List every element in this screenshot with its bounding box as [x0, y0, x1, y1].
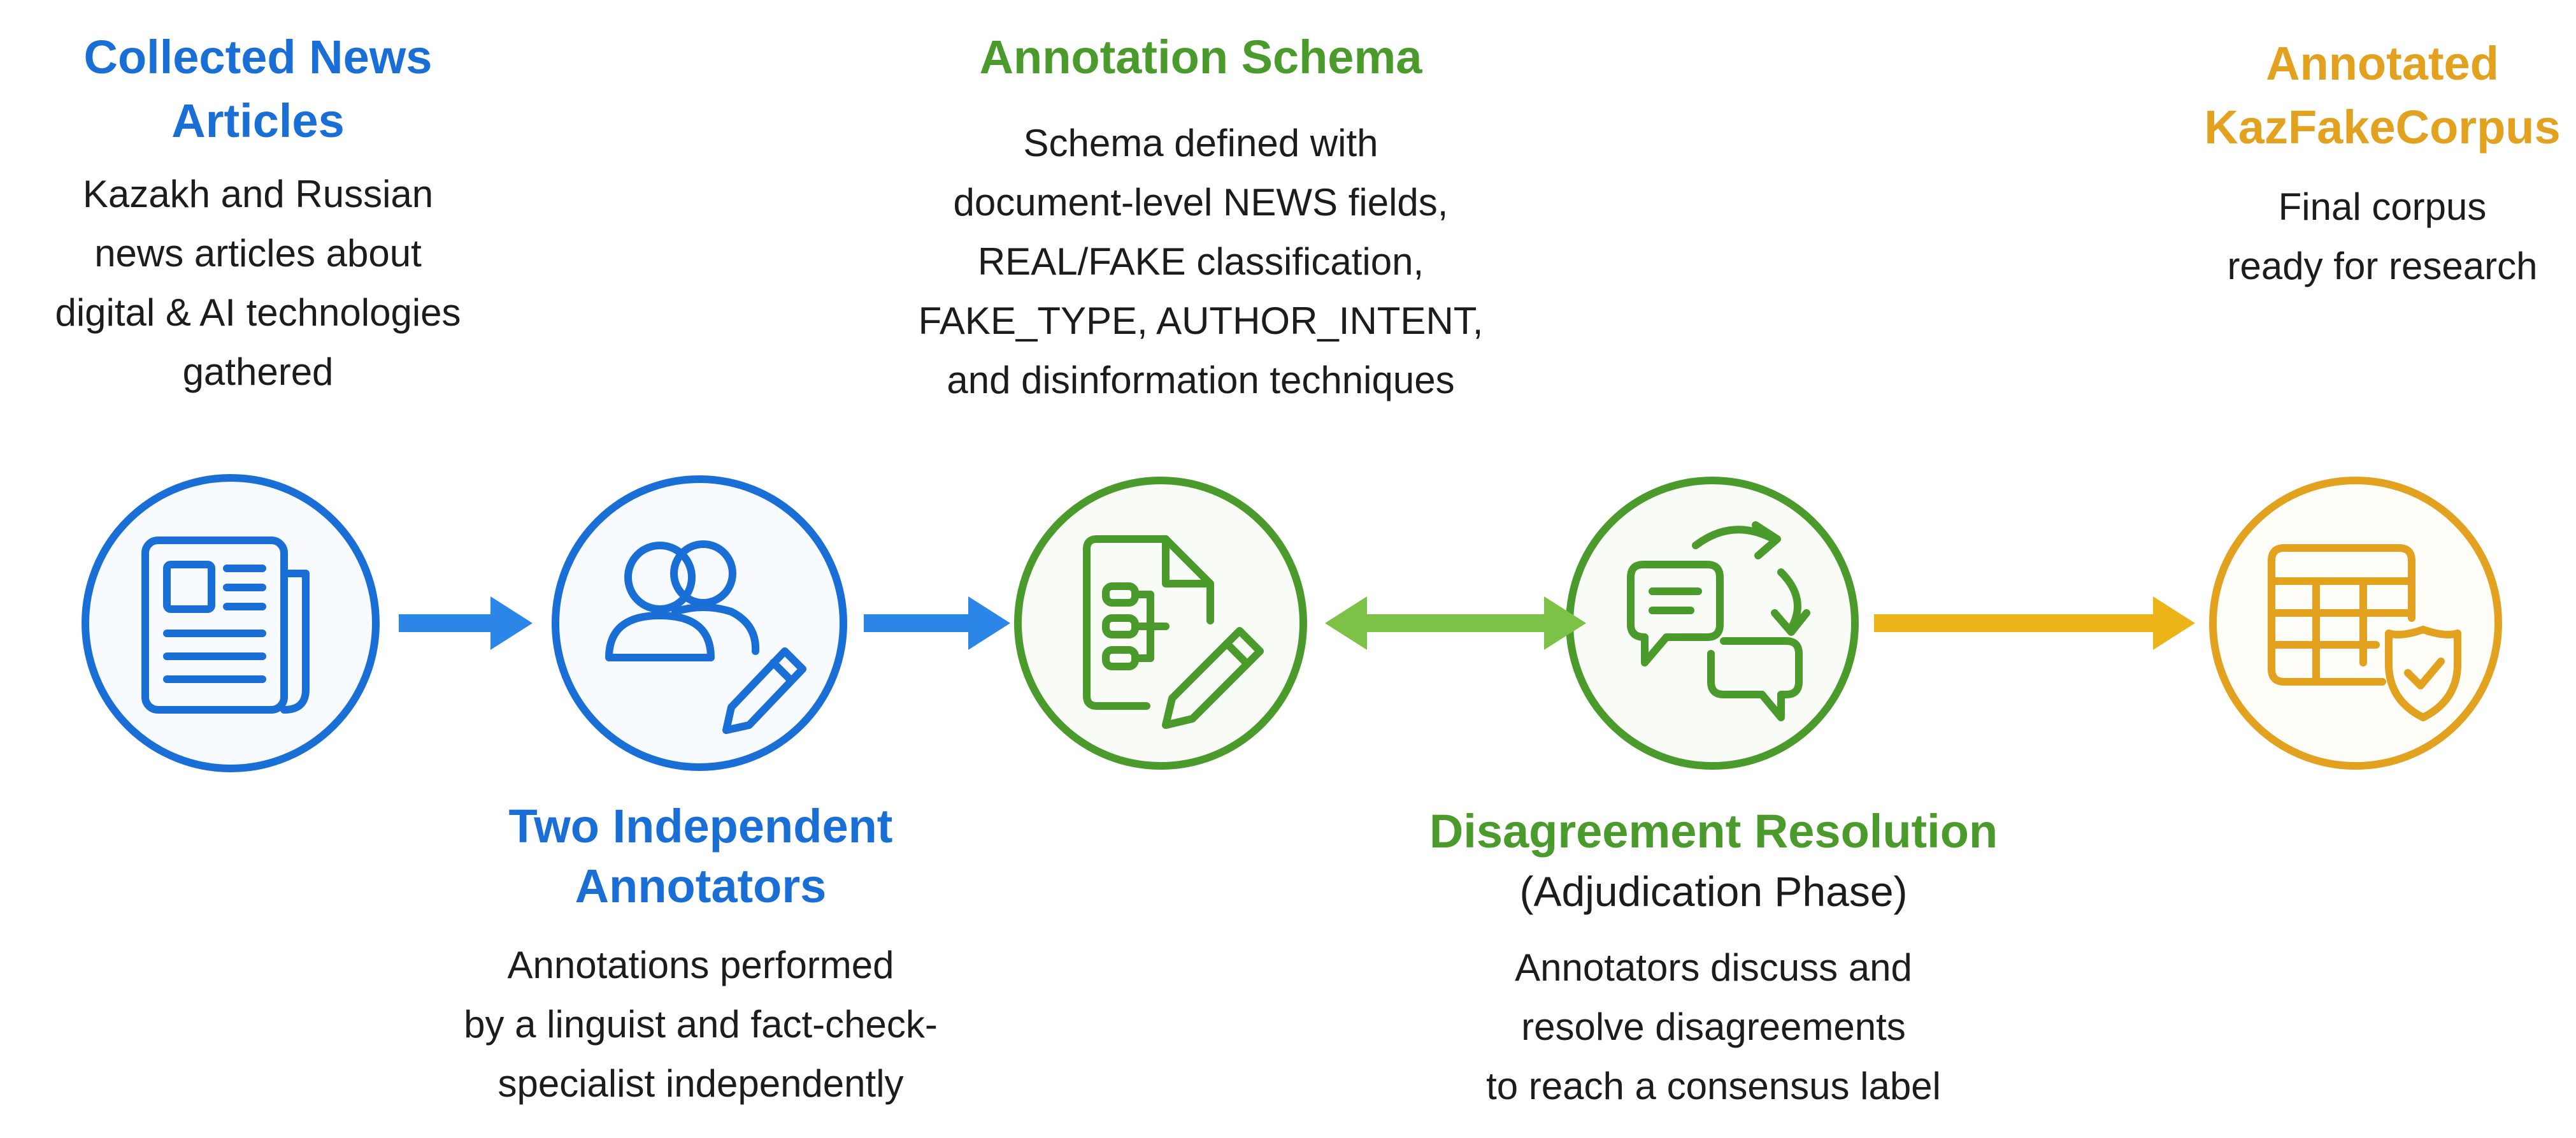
- step-description-line: gathered: [182, 350, 334, 393]
- step-description-line: and disinformation techniques: [947, 359, 1455, 401]
- connector-arrow: [399, 596, 533, 650]
- node-circle: [82, 474, 380, 772]
- connector-arrow: [1874, 596, 2195, 650]
- step-description-line: ready for research: [2227, 245, 2538, 287]
- step-description-line: resolve disagreements: [1521, 1005, 1906, 1048]
- step-description-line: by a linguist and fact-check-: [464, 1003, 938, 1046]
- connector-arrow: [864, 596, 1010, 650]
- step-description: Final corpus ready for research: [2128, 177, 2576, 296]
- step-title-line: KazFakeCorpus: [2204, 101, 2561, 154]
- step-description-line: specialist independently: [497, 1062, 904, 1105]
- step-title: Disagreement Resolution: [1427, 802, 2000, 861]
- step-description-line: Annotators discuss and: [1515, 946, 1912, 989]
- step-description-line: Kazakh and Russian: [82, 173, 434, 215]
- step-title: Annotated KazFakeCorpus: [2128, 32, 2576, 159]
- step-description-line: Schema defined with: [1023, 122, 1378, 164]
- step-description-line: REAL/FAKE classification,: [977, 240, 1424, 283]
- step-description: Annotators discuss and resolve disagreem…: [1427, 938, 2000, 1116]
- annotators-icon: [605, 540, 806, 734]
- node-annotated-corpus: [2209, 477, 2502, 770]
- connector-double-arrow: [1325, 596, 1586, 650]
- step-two-annotators: Two Independent Annotators Annotations p…: [433, 796, 968, 1113]
- step-description-line: news articles about: [94, 232, 422, 275]
- step-description-line: Annotations performed: [507, 944, 894, 986]
- step-title-line: Collected News: [83, 31, 433, 83]
- step-description-line: digital & AI technologies: [55, 291, 461, 334]
- step-title-line: Annotation Schema: [979, 31, 1422, 83]
- node-disagreement-resolution: [1566, 477, 1859, 770]
- step-description-line: to reach a consensus label: [1486, 1065, 1941, 1107]
- node-annotation-schema: [1014, 477, 1307, 770]
- node-circle: [1566, 477, 1859, 770]
- step-annotated-corpus: Annotated KazFakeCorpus Final corpus rea…: [2128, 32, 2576, 296]
- step-description: Schema defined with document-level NEWS …: [879, 113, 1522, 410]
- discussion-icon: [1627, 521, 1810, 721]
- step-title-line: Two Independent: [508, 800, 893, 853]
- step-annotation-schema: Annotation Schema Schema defined with do…: [879, 25, 1522, 410]
- step-title: Collected News Articles: [13, 25, 503, 153]
- step-title-line: Annotated: [2266, 37, 2499, 90]
- step-title-line: Annotators: [575, 860, 827, 912]
- step-description-line: document-level NEWS fields,: [953, 181, 1449, 224]
- step-collected-news: Collected News Articles Kazakh and Russi…: [13, 25, 503, 401]
- step-title-line: Articles: [171, 94, 345, 147]
- node-two-annotators: [552, 475, 847, 771]
- step-description: Kazakh and Russian news articles about d…: [13, 164, 503, 401]
- step-description: Annotations performed by a linguist and …: [433, 935, 968, 1113]
- node-circle: [2209, 477, 2502, 770]
- step-description-line: Final corpus: [2278, 185, 2487, 228]
- verified-table-icon: [2268, 544, 2461, 721]
- step-title: Two Independent Annotators: [433, 796, 968, 916]
- schema-document-icon: [1083, 535, 1264, 729]
- step-description-line: FAKE_TYPE, AUTHOR_INTENT,: [918, 299, 1484, 342]
- step-subtitle: (Adjudication Phase): [1519, 868, 1908, 915]
- step-title-line: Disagreement Resolution: [1429, 805, 1998, 858]
- step-disagreement-resolution: Disagreement Resolution (Adjudication Ph…: [1427, 802, 2000, 1116]
- step-title: Annotation Schema: [879, 25, 1522, 89]
- node-collected-news: [82, 474, 380, 772]
- newspaper-icon: [141, 537, 310, 714]
